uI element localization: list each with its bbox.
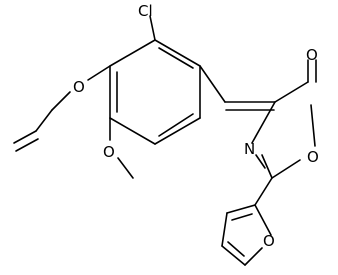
ring-oxygen-label: O [307, 148, 319, 166]
furan-oxygen-label: O [263, 232, 275, 250]
chlorine-label: Cl [138, 2, 153, 20]
benzene-ring [109, 39, 201, 145]
methylidene-linkage [199, 65, 276, 111]
ring-nitrogen-label: N [244, 140, 255, 158]
ether-oxygen-label: O [73, 78, 85, 96]
allyloxy-chain [13, 65, 111, 152]
furan-ring [221, 177, 273, 266]
carbonyl-oxygen-label: O [306, 46, 318, 64]
methoxy-oxygen-label: O [103, 143, 115, 161]
oxazolone-ring [251, 59, 317, 179]
c-cl-bond [149, 15, 156, 41]
methoxy-group [109, 117, 134, 179]
